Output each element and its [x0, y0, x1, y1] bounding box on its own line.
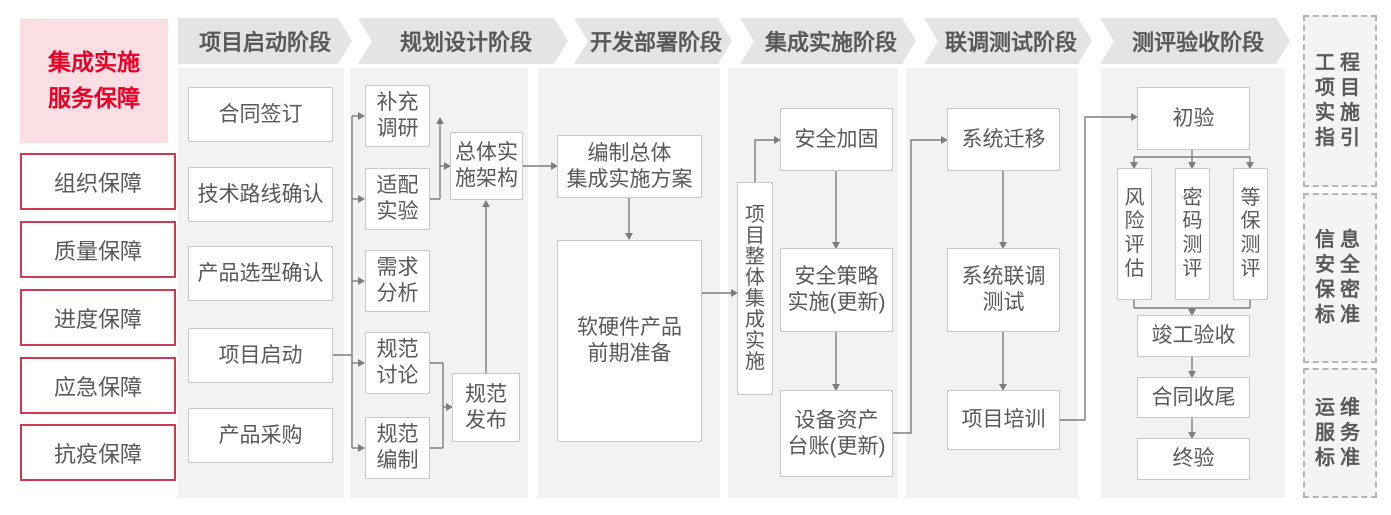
phase-header-integration: 集成实施阶段	[740, 18, 916, 64]
flow-box-system-migration: 系统迁移	[947, 108, 1060, 171]
flow-box-product-procurement: 产品采购	[188, 408, 333, 463]
flow-box-spec-compilation: 规范 编制	[365, 417, 430, 479]
phase-header-label: 联调测试阶段	[944, 30, 1077, 55]
sidebar-item-quality-guarantee: 质量保障	[20, 221, 176, 278]
sidebar-item-emergency-guarantee: 应急保障	[20, 357, 176, 414]
reference-box-engineering-project-guide: 工程 项目 实施 指引	[1303, 15, 1377, 187]
flow-box-final-acceptance: 终验	[1137, 438, 1250, 480]
flow-box-spec-release: 规范 发布	[452, 373, 520, 442]
sidebar-item-epidemic-guarantee: 抗疫保障	[20, 424, 176, 481]
flow-box-system-joint-debugging: 系统联调 测试	[947, 248, 1060, 332]
phase-header-label: 测评验收阶段	[1131, 30, 1264, 55]
flow-box-contract-closure: 合同收尾	[1137, 377, 1250, 418]
phase-header-label: 项目启动阶段	[198, 30, 331, 55]
flow-box-asset-ledger-update: 设备资产 台账(更新)	[780, 390, 893, 477]
flow-box-overall-integration-impl: 项 目 整 体 集 成 实 施	[737, 182, 773, 395]
flow-box-risk-assessment: 风 险 评 估	[1117, 168, 1152, 300]
phase-header-planning-design: 规划设计阶段	[358, 18, 568, 64]
phase-header-project-start: 项目启动阶段	[178, 18, 352, 64]
flow-box-crypto-evaluation: 密 码 测 评	[1175, 168, 1210, 300]
flow-box-security-hardening: 安全加固	[780, 108, 893, 171]
phase-header-joint-test: 联调测试阶段	[924, 18, 1092, 64]
sidebar-item-organization-guarantee: 组织保障	[20, 153, 176, 210]
flow-box-completion-acceptance: 竣工验收	[1137, 315, 1250, 357]
reference-box-infosec-confidentiality-standard: 信息 安全 保密 标准	[1303, 193, 1377, 363]
flow-box-classified-protection-evaluation: 等 保 测 评	[1233, 168, 1268, 300]
phase-header-label: 集成实施阶段	[764, 30, 897, 55]
flow-box-security-policy-update: 安全策略 实施(更新)	[780, 248, 893, 332]
flow-box-requirement-analysis: 需求 分析	[365, 250, 430, 312]
flow-box-supplement-research: 补充 调研	[365, 85, 430, 147]
diagram-title: 集成实施 服务保障	[20, 19, 168, 143]
flow-box-contract-signing: 合同签订	[188, 87, 333, 142]
sidebar-item-schedule-guarantee: 进度保障	[20, 289, 176, 346]
flow-box-tech-route-confirm: 技术路线确认	[188, 167, 333, 222]
flow-box-project-training: 项目培训	[947, 390, 1060, 450]
flow-box-overall-architecture: 总体实 施架构	[450, 132, 523, 200]
phase-header-label: 规划设计阶段	[399, 30, 532, 55]
phase-header-dev-deploy: 开发部署阶段	[574, 18, 732, 64]
phase-header-acceptance: 测评验收阶段	[1100, 18, 1290, 64]
flow-box-project-kickoff: 项目启动	[188, 328, 333, 383]
reference-box-ops-service-standard: 运维 服务 标准	[1303, 368, 1377, 498]
flow-box-spec-discussion: 规范 讨论	[365, 332, 430, 394]
flow-box-compile-overall-plan: 编制总体 集成实施方案	[557, 135, 702, 198]
flow-box-initial-acceptance: 初验	[1137, 87, 1250, 150]
phase-header-label: 开发部署阶段	[589, 30, 722, 55]
flow-box-adaptation-test: 适配 实验	[365, 168, 430, 230]
flow-box-product-selection-confirm: 产品选型确认	[188, 246, 333, 301]
flow-box-hw-sw-preparation: 软硬件产品 前期准备	[557, 240, 702, 442]
